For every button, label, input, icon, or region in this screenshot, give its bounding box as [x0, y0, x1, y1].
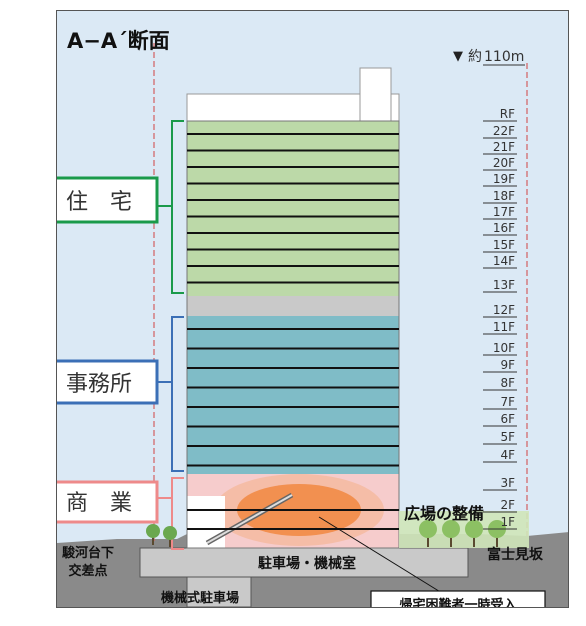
- section-title: A−A´断面: [67, 29, 170, 53]
- basement-mech-block: [186, 576, 252, 607]
- floor-label: 13F: [493, 278, 515, 292]
- mech-parking-label: 機械式駐車場: [161, 590, 239, 606]
- diagram-frame: 住 宅 事務所 商 業 RF 22F 21F 20F 19F 18F 17F 16F 15F 14…: [56, 10, 569, 608]
- floor-label: 3F: [500, 476, 515, 490]
- commercial-bracket: [171, 477, 184, 550]
- refuge-label: 帰宅困難者一時受入: [399, 597, 516, 608]
- floor-label: 22F: [493, 124, 515, 138]
- floor-label: 17F: [493, 205, 515, 219]
- entrance-area: [187, 496, 225, 548]
- floor-label: 1F: [500, 515, 515, 529]
- parking-label: 駐車場・機械室: [258, 555, 356, 572]
- floor-label: 16F: [493, 221, 515, 235]
- floor-label: 11F: [493, 320, 515, 334]
- residential-label: 住 宅: [66, 190, 132, 215]
- floor-label: 19F: [493, 172, 515, 186]
- floor-label: 10F: [493, 341, 515, 355]
- height-marker-value: 110m: [484, 49, 524, 65]
- floor-label: 21F: [493, 140, 515, 154]
- escalator-rail: [206, 494, 293, 544]
- office-zone: [187, 316, 399, 474]
- office-label: 事務所: [66, 372, 132, 397]
- left-street-line1: 駿河台下: [62, 545, 114, 561]
- floor-label: 20F: [493, 156, 515, 170]
- transfer-floor: [187, 296, 399, 316]
- left-trees: [146, 524, 177, 547]
- floor-label: 8F: [500, 376, 515, 390]
- height-marker-prefix: 約: [468, 49, 482, 65]
- residential-zone: [187, 121, 399, 296]
- floor-label: 4F: [500, 448, 515, 462]
- residential-label-box: [57, 176, 159, 224]
- floor-label: 9F: [500, 358, 515, 372]
- floor-label: 15F: [493, 238, 515, 252]
- floor-label: 12F: [493, 303, 515, 317]
- office-bracket: [171, 316, 184, 472]
- left-street-line2: 交差点: [68, 563, 107, 579]
- floor-lines: [187, 133, 399, 530]
- basement-parking-block: [139, 547, 469, 578]
- floor-label: 6F: [500, 412, 515, 426]
- floor-label: 2F: [500, 498, 515, 512]
- refuge-label-box: [370, 590, 546, 607]
- office-label-box: [57, 359, 159, 405]
- floor-label: 14F: [493, 254, 515, 268]
- floor-labels: RF 22F 21F 20F 19F 18F 17F 16F 15F 14F 13F 12F 11F 10…: [483, 107, 517, 530]
- floor-label: RF: [500, 107, 515, 121]
- building-outline: [186, 120, 400, 549]
- right-street-label: 富士見坂: [487, 546, 544, 563]
- commercial-label: 商 業: [66, 491, 132, 516]
- height-marker-arrow: ▼: [453, 49, 463, 64]
- plaza-label: 広場の整備: [404, 504, 484, 523]
- floor-label: 18F: [493, 189, 515, 203]
- floor-label: 7F: [500, 395, 515, 409]
- refuge-leader: [318, 516, 443, 594]
- floor-label: 5F: [500, 430, 515, 444]
- section-diagram: 住 宅 事務所 商 業 RF 22F 21F 20F 19F 18F 17F 16F 15F 14…: [57, 11, 568, 608]
- rooftop-tower: [359, 67, 392, 122]
- commercial-label-box: [57, 480, 159, 524]
